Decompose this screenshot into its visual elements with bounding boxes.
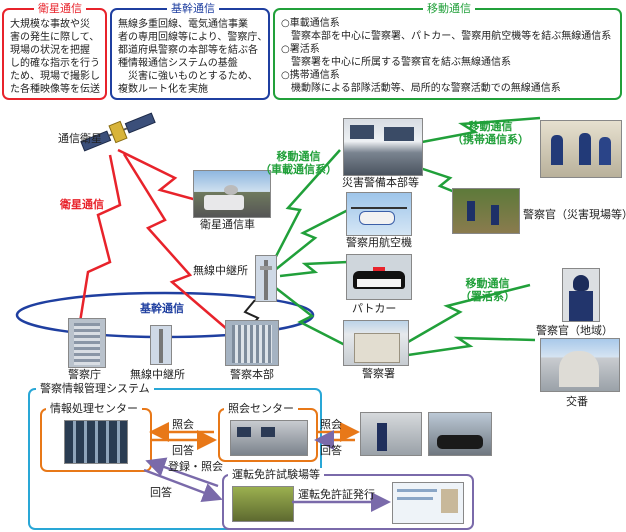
mobile-link-hq-aircraft xyxy=(274,208,349,271)
info-processing-center-title: 情報処理センター xyxy=(46,402,142,416)
police-hq-photo xyxy=(225,320,279,366)
relay-tower-bottom-photo xyxy=(150,325,172,365)
license-issue-label: 運転免許証発行 xyxy=(298,488,375,501)
backbone-comm-box: 基幹通信 無線多重回線、電気通信事業 者の専用回線等により、警察庁、 都道府県警… xyxy=(110,2,270,100)
satellite-comm-desc: 大規模な事故や災 害の発生に際して、 現場の状況を把握 し的確な指示を行う ため… xyxy=(10,18,100,96)
mobile-link-station-koban xyxy=(407,336,536,357)
license-center-photo xyxy=(232,486,294,522)
mobile-station-label-line: 移動通信 xyxy=(465,277,510,290)
regional-officer-photo xyxy=(562,268,600,322)
npa-label: 警察庁 xyxy=(68,368,101,381)
mobile-station-label: 移動通信 （署活系） xyxy=(460,277,515,303)
satellite-desc-line: し的確な指示を行う xyxy=(10,58,100,69)
inquiry-field-photo-1 xyxy=(360,412,422,456)
satellite-comm-box-title: 衛星通信 xyxy=(34,2,86,16)
info-processing-center-box: 情報処理センター xyxy=(40,402,152,472)
satellite-link-to-npa xyxy=(78,154,122,323)
backbone-desc-line: 者の専用回線等により、警察庁、 xyxy=(118,32,268,43)
koban-label: 交番 xyxy=(566,395,588,408)
satellite-link-to-vehicle xyxy=(117,148,216,207)
mobile-vehicle-label-line: （車載通信系） xyxy=(260,163,337,176)
disaster-field-photo xyxy=(452,188,520,234)
patrol-car-label: パトカー xyxy=(352,302,397,315)
inquiry-label-2: 照会 xyxy=(320,418,342,431)
inquiry-center-box: 照会センター xyxy=(218,402,318,462)
satellite-desc-line: 害の発生に際して、 xyxy=(10,32,100,43)
disaster-hq-label: 災害警備本部等 xyxy=(342,176,419,189)
mobile-portable-label: 移動通信 （携帯通信系） xyxy=(452,120,529,146)
koban-photo xyxy=(540,338,620,392)
mobile-portable-label-line: （携帯通信系） xyxy=(452,133,529,146)
backbone-desc-line: 無線多重回線、電気通信事業 xyxy=(118,19,248,30)
mobile-link-hq-disaster xyxy=(268,149,341,269)
mobile-vehicle-label-line: 移動通信 xyxy=(276,150,321,163)
backbone-comm-desc: 無線多重回線、電気通信事業 者の専用回線等により、警察庁、 都道府県警察の本部等… xyxy=(118,18,267,96)
mobile-link-hq-station xyxy=(271,284,346,347)
license-center-title: 運転免許試験場等 xyxy=(228,468,324,482)
disaster-hq-photo xyxy=(343,118,423,176)
relay-tower-top-photo xyxy=(255,255,277,302)
arrow-reply-3 xyxy=(143,468,223,503)
mobile-desc-line: 警察本部を中心に警察署、パトカー、警察用航空機等を結ぶ無線通信系 xyxy=(281,31,612,42)
mobile-desc-line: ○署活系 xyxy=(281,44,320,55)
comm-satellite-label: 通信衛星 xyxy=(58,132,102,145)
satellite-desc-line: た各種映像等を伝送 xyxy=(10,84,100,95)
police-station-label: 警察署 xyxy=(362,367,395,380)
reply-label-1: 回答 xyxy=(172,444,194,457)
backbone-desc-line: 種情報通信システムの基盤 xyxy=(118,58,238,69)
satellite-comm-link-label: 衛星通信 xyxy=(60,198,104,211)
inquiry-center-title: 照会センター xyxy=(224,402,298,416)
inquiry-center-photo xyxy=(230,420,308,456)
mobile-desc-line: 機動隊による部隊活動等、局所的な警察活動での無線通信系 xyxy=(281,83,561,94)
server-room-photo xyxy=(64,420,128,464)
backbone-desc-line: 都道府県警察の本部等を結ぶ各 xyxy=(118,45,258,56)
info-system-title: 警察情報管理システム xyxy=(36,382,154,396)
regional-officer-label: 警察官（地域） xyxy=(536,324,613,337)
backbone-desc-line: 複数ルート化を実施 xyxy=(118,84,208,95)
inquiry-field-photo-2 xyxy=(428,412,492,456)
arrow-register xyxy=(145,457,219,488)
satellite-icon xyxy=(78,110,158,155)
police-aircraft-photo xyxy=(346,192,412,236)
mobile-desc-line: ○車載通信系 xyxy=(281,18,340,29)
mobile-comm-box: 移動通信 ○車載通信系 警察本部を中心に警察署、パトカー、警察用航空機等を結ぶ無… xyxy=(273,2,622,100)
satellite-desc-line: ため、現場で撮影し xyxy=(10,71,100,82)
mobile-station-label-line: （署活系） xyxy=(460,290,515,303)
mobile-vehicle-label: 移動通信 （車載通信系） xyxy=(260,150,337,176)
mobile-link-hq-patrol xyxy=(279,260,349,278)
satellite-comm-box: 衛星通信 大規模な事故や災 害の発生に際して、 現場の状況を把握 し的確な指示を… xyxy=(2,2,107,100)
satellite-link-to-hq xyxy=(122,153,229,331)
reply-label-3: 回答 xyxy=(150,486,172,499)
relay-station-bottom-label: 無線中継所 xyxy=(130,368,185,381)
register-inquiry-label: 登録・照会 xyxy=(168,460,223,473)
satellite-desc-line: 大規模な事故や災 xyxy=(10,19,90,30)
license-card-image xyxy=(392,482,464,524)
mobile-comm-box-title: 移動通信 xyxy=(423,2,475,16)
police-station-photo xyxy=(343,320,409,366)
satellite-vehicle-label: 衛星通信車 xyxy=(200,218,255,231)
police-aircraft-label: 警察用航空機 xyxy=(346,236,412,249)
backbone-desc-line: 災害に強いものとするため、 xyxy=(118,71,258,82)
relay-station-top-label: 無線中継所 xyxy=(193,264,248,277)
npa-building-photo xyxy=(68,318,106,368)
mobile-portable-label-line: 移動通信 xyxy=(468,120,513,133)
patrol-car-photo xyxy=(346,254,412,300)
satellite-desc-line: 現場の状況を把握 xyxy=(10,45,90,56)
mobile-link-station-officer xyxy=(407,283,531,344)
inquiry-label-1: 照会 xyxy=(172,418,194,431)
disaster-officer-label: 警察官（災害現場等） xyxy=(523,208,626,221)
disaster-officers-radio-photo xyxy=(540,120,622,178)
reply-label-2: 回答 xyxy=(320,444,342,457)
mobile-desc-line: 警察署を中心に所属する警察官を結ぶ無線通信系 xyxy=(281,57,511,68)
mobile-desc-line: ○携帯通信系 xyxy=(281,70,340,81)
mobile-comm-desc: ○車載通信系 警察本部を中心に警察署、パトカー、警察用航空機等を結ぶ無線通信系 … xyxy=(281,17,611,95)
backbone-comm-label: 基幹通信 xyxy=(140,302,184,315)
police-hq-label: 警察本部 xyxy=(230,368,274,381)
mobile-link-disaster-hq xyxy=(421,116,541,144)
mobile-link-disaster-officer xyxy=(419,166,463,197)
satellite-vehicle-photo xyxy=(193,170,271,218)
backbone-comm-box-title: 基幹通信 xyxy=(167,2,219,16)
